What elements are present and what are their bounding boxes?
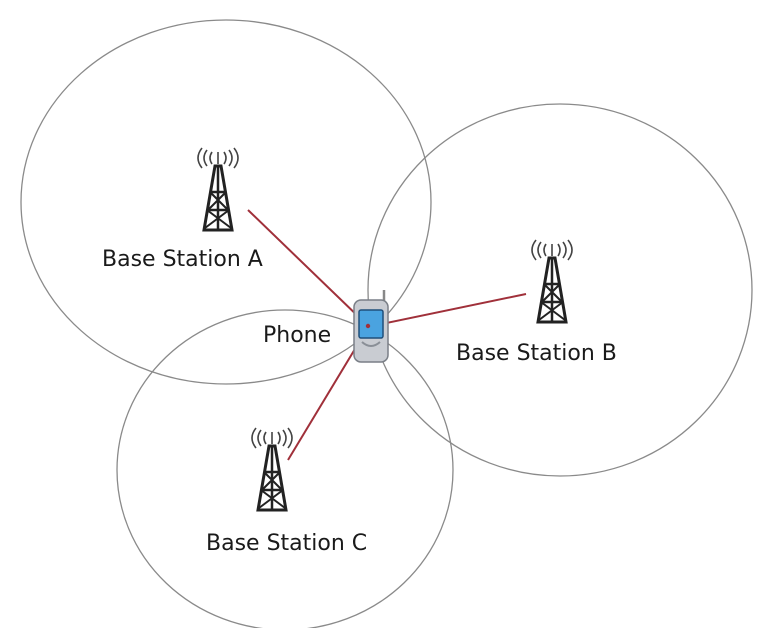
- link-c-phone: [287, 333, 365, 461]
- tower-icon: [250, 426, 294, 512]
- coverage-circle-c: [116, 309, 454, 628]
- tower-icon: [196, 146, 240, 232]
- tower-icon: [530, 238, 574, 324]
- label-base-station-b: Base Station B: [456, 341, 617, 366]
- coverage-circle-a: [20, 19, 432, 385]
- label-base-station-c: Base Station C: [206, 531, 367, 556]
- label-phone: Phone: [263, 323, 331, 348]
- coverage-circle-b: [367, 103, 753, 477]
- link-a-phone: [247, 209, 365, 323]
- phone-icon: [353, 290, 389, 363]
- label-base-station-a: Base Station A: [102, 247, 263, 272]
- link-b-phone: [371, 293, 527, 327]
